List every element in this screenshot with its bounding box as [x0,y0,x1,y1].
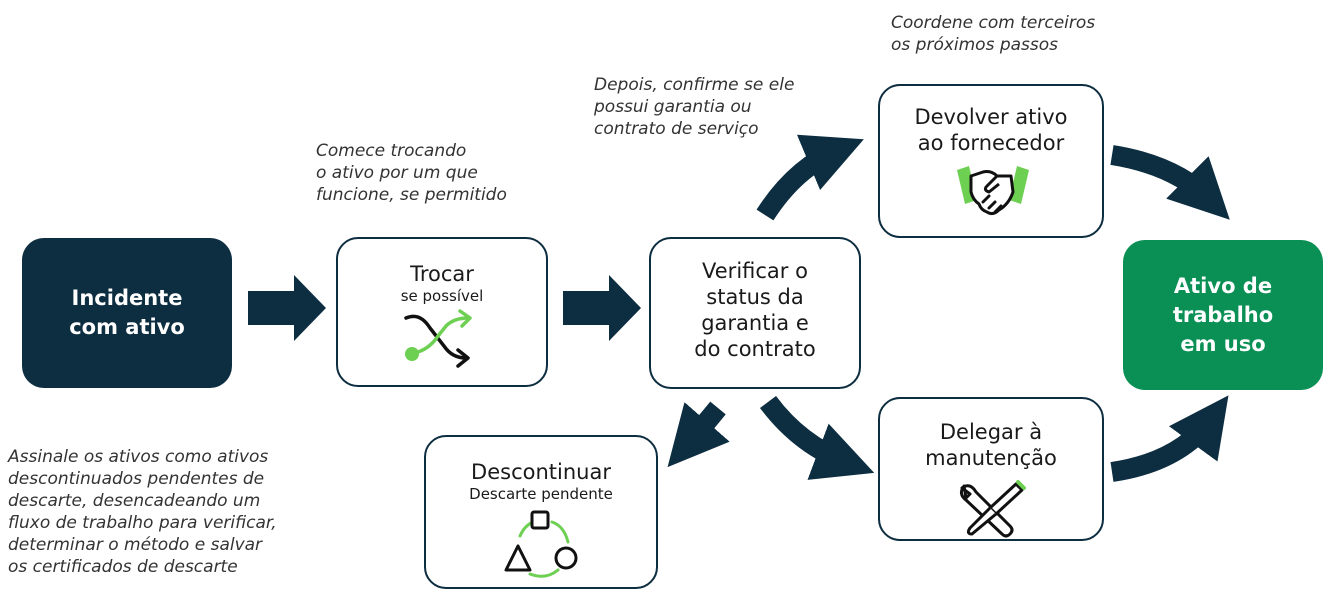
arrow-incident-to-swap [248,275,326,341]
return-line2: ao fornecedor [917,131,1065,155]
tools-icon [959,480,1026,538]
arrow-verify-to-delegate [759,395,875,480]
verify-line2: status da [706,285,804,309]
return-line1: Devolver ativo [914,105,1068,129]
incident-line2: com ativo [69,315,185,339]
arrow-verify-to-discontinue [667,401,730,468]
note-swap: Comece trocando o ativo por um que funci… [316,141,507,205]
arrow-return-to-working [1110,145,1230,220]
delegate-line1: Delegar à [939,420,1043,444]
handshake-icon [957,166,1029,216]
node-return: Devolver ativo ao fornecedor [878,84,1104,238]
node-swap: Trocar se possível [336,237,548,387]
verify-line4: do contrato [694,337,816,361]
node-delegate: Delegar à manutenção [878,397,1104,541]
arrow-delegate-to-working [1110,395,1229,482]
verify-line3: garantia e [701,311,809,335]
node-verify: Verificar o status da garantia e do cont… [649,237,861,389]
node-working: Ativo de trabalho em uso [1123,240,1323,390]
working-line1: Ativo de [1173,273,1273,298]
incident-line1: Incidente [71,286,183,310]
verify-line1: Verificar o [702,259,808,283]
discontinue-subtitle: Descarte pendente [469,485,613,503]
note-return: Coordene com terceiros os próximos passo… [891,13,1096,55]
delegate-line2: manutenção [925,446,1057,470]
node-incident: Incidente com ativo [22,238,232,388]
discontinue-title: Descontinuar [471,460,611,484]
working-line3: em uso [1180,331,1266,356]
arrow-verify-to-return [756,134,864,221]
shapes-cycle-icon [504,510,578,578]
note-discontinue: Assinale os ativos como ativos descontin… [8,447,277,577]
swap-subtitle: se possível [400,287,484,305]
shuffle-icon [404,309,472,368]
note-verify: Depois, confirme se ele possui garantia … [594,75,795,139]
working-line2: trabalho [1172,302,1274,327]
arrow-swap-to-verify [563,275,641,341]
swap-title: Trocar [410,262,474,286]
